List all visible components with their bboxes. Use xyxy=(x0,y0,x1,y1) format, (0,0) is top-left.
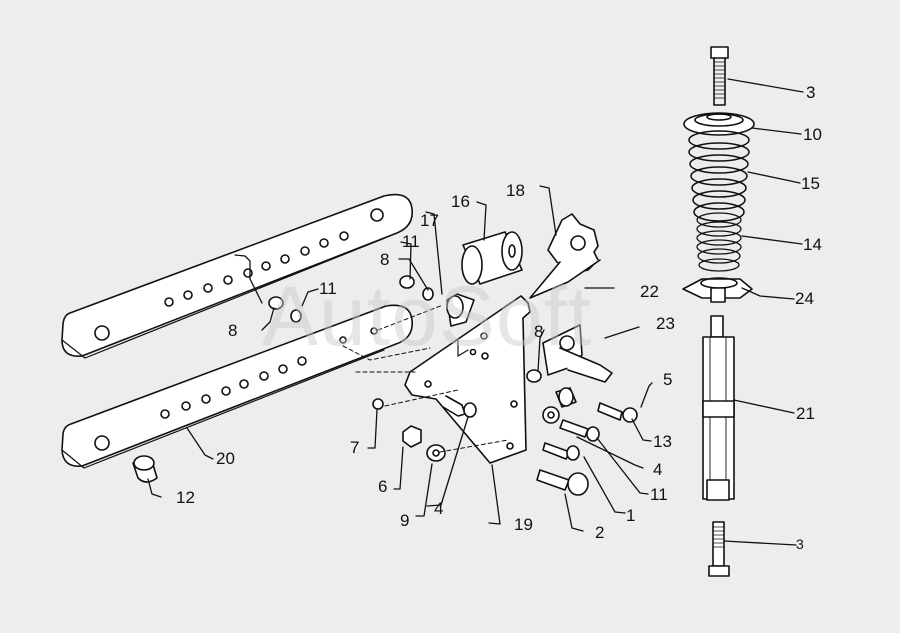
callout-2: 2 xyxy=(595,523,605,542)
callout-16: 16 xyxy=(451,192,470,211)
callout-18: 18 xyxy=(506,181,525,200)
callout-13: 13 xyxy=(653,432,672,451)
callout-5: 5 xyxy=(663,370,673,389)
mounting-bracket xyxy=(404,295,531,464)
callout-24: 24 xyxy=(795,289,814,308)
latch xyxy=(542,324,613,383)
callout-4-right: 4 xyxy=(653,460,663,479)
callout-17: 17 xyxy=(420,211,439,230)
callout-21: 21 xyxy=(796,404,815,423)
callout-6: 6 xyxy=(378,477,388,496)
spring-seat xyxy=(682,277,753,303)
lower-arm xyxy=(61,304,413,469)
callout-22: 22 xyxy=(640,282,659,301)
callout-3-top: 3 xyxy=(806,83,816,102)
callout-11-top: 11 xyxy=(402,232,420,251)
roller xyxy=(461,231,523,285)
callout-12: 12 xyxy=(176,488,195,507)
callout-3-bottom: 3 xyxy=(796,536,804,552)
leader-lines xyxy=(147,78,804,546)
callout-8-top: 8 xyxy=(380,250,390,269)
inner-spring xyxy=(696,212,742,272)
callout-14: 14 xyxy=(803,235,822,254)
callout-7: 7 xyxy=(350,438,360,457)
watermark: AutoSoft xyxy=(262,269,593,363)
callout-15: 15 xyxy=(801,174,820,193)
callout-19: 19 xyxy=(514,515,533,534)
outer-spring xyxy=(688,130,750,222)
callout-9: 9 xyxy=(400,511,410,530)
callout-11-right: 11 xyxy=(650,485,668,504)
callout-8-left: 8 xyxy=(228,321,238,340)
bearing-sleeve xyxy=(446,293,475,327)
spring-cap xyxy=(683,112,755,136)
callout-10: 10 xyxy=(803,125,822,144)
bottom-bolt xyxy=(708,521,730,577)
shaped-plate xyxy=(529,213,601,299)
top-bolt xyxy=(710,46,729,106)
callout-20: 20 xyxy=(216,449,235,468)
damper xyxy=(702,315,735,501)
callout-11-left: 11 xyxy=(319,279,337,298)
callout-23: 23 xyxy=(656,314,675,333)
upper-arm xyxy=(61,193,414,359)
bushing xyxy=(132,455,158,483)
callout-4-left: 4 xyxy=(434,499,444,518)
callout-8-center: 8 xyxy=(534,322,544,341)
callout-1: 1 xyxy=(626,506,636,525)
fasteners xyxy=(268,275,638,496)
assembly-lines xyxy=(342,304,509,453)
